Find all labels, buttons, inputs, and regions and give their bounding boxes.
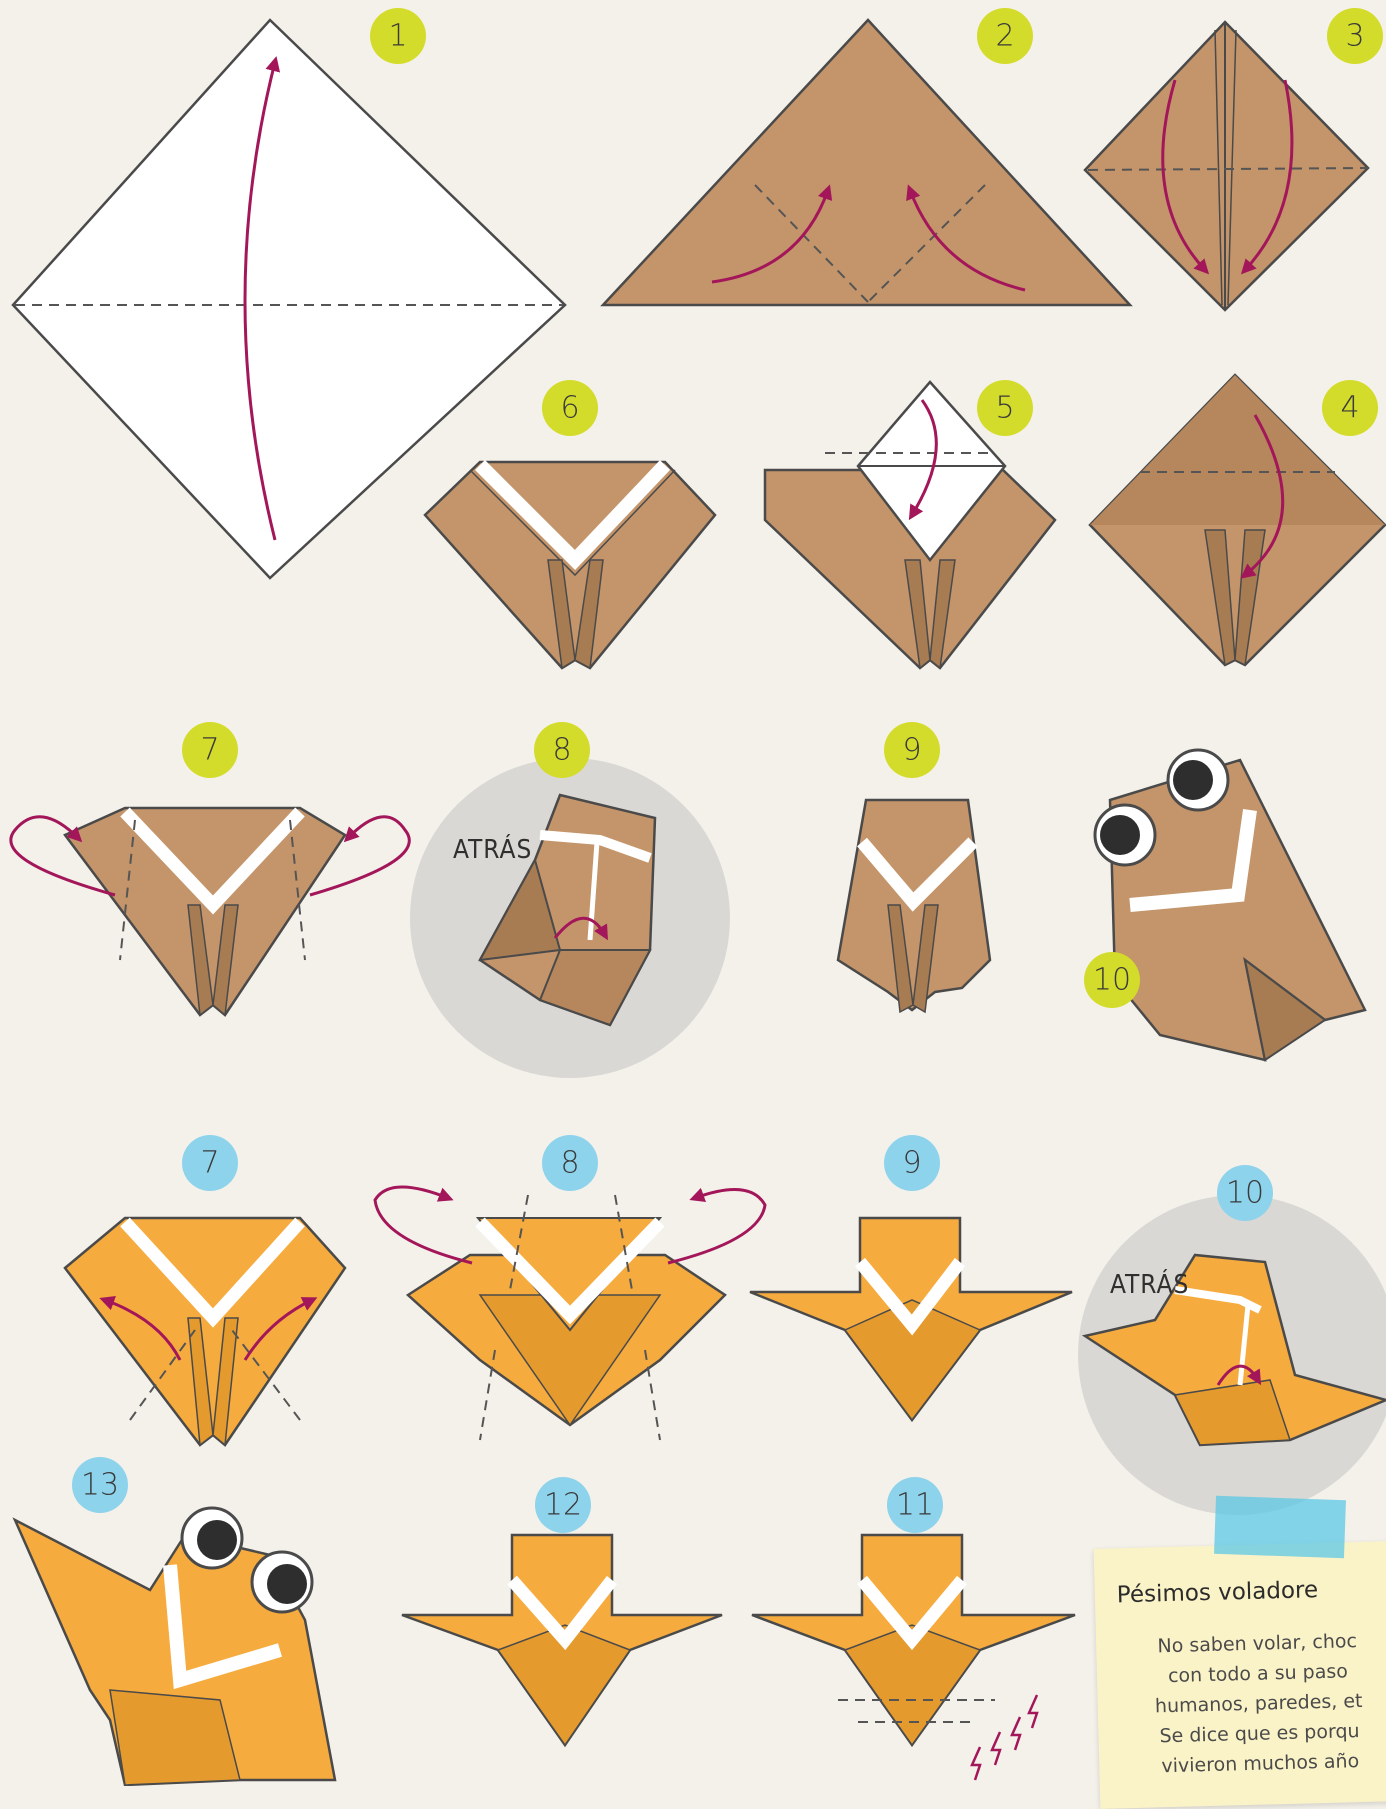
step-badge-6: 6: [542, 380, 598, 436]
fact-note: Pésimos voladore No saben volar, choc co…: [1094, 1541, 1386, 1809]
svg-text:11: 11: [896, 1488, 934, 1523]
atras-label: ATRÁS: [453, 833, 532, 865]
step-a9-diagram: [838, 800, 990, 1012]
step-badge-b10: 10: [1217, 1165, 1273, 1221]
note-title: Pésimos voladore: [1117, 1577, 1319, 1608]
step-badge-4: 4: [1322, 380, 1378, 436]
step-b9-diagram: [750, 1218, 1072, 1420]
step-badge-b11: 11: [887, 1477, 943, 1533]
step-badge-3: 3: [1327, 8, 1383, 64]
step-badge-b12: 12: [535, 1477, 591, 1533]
svg-text:3: 3: [1345, 19, 1364, 54]
step-b11-diagram: [752, 1535, 1075, 1780]
step-badge-a9: 9: [884, 722, 940, 778]
step-b7-diagram: [65, 1218, 345, 1445]
svg-text:12: 12: [544, 1488, 582, 1523]
svg-text:7: 7: [200, 1146, 219, 1181]
step-badge-b7: 7: [182, 1135, 238, 1191]
step-3-diagram: [1085, 22, 1368, 310]
step-badge-5: 5: [977, 380, 1033, 436]
step-b10-diagram: ATRÁS: [1078, 1195, 1386, 1515]
step-badge-1: 1: [370, 8, 426, 64]
svg-text:9: 9: [902, 733, 921, 768]
svg-text:7: 7: [200, 733, 219, 768]
svg-text:1: 1: [388, 19, 407, 54]
svg-text:10: 10: [1093, 963, 1131, 998]
step-badge-b13: 13: [72, 1457, 128, 1513]
svg-text:5: 5: [995, 391, 1014, 426]
note-body: No saben volar, choc con todo a su paso …: [1102, 1625, 1386, 1783]
svg-text:6: 6: [560, 391, 579, 426]
step-badge-2: 2: [977, 8, 1033, 64]
step-a7-diagram: [11, 808, 409, 1015]
svg-text:8: 8: [560, 1146, 579, 1181]
atras-label: ATRÁS: [1110, 1268, 1189, 1300]
step-badge-b8: 8: [542, 1135, 598, 1191]
step-6-diagram: [425, 462, 715, 668]
svg-text:9: 9: [902, 1146, 921, 1181]
svg-text:2: 2: [995, 19, 1014, 54]
step-a8-diagram: ATRÁS: [410, 758, 730, 1078]
step-badge-b9: 9: [884, 1135, 940, 1191]
step-badge-a8: 8: [534, 722, 590, 778]
step-a10-diagram: [1095, 750, 1365, 1060]
tape-strip: [1214, 1496, 1346, 1559]
svg-text:8: 8: [552, 733, 571, 768]
svg-text:13: 13: [81, 1468, 119, 1503]
step-badge-a10: 10: [1084, 952, 1140, 1008]
svg-text:10: 10: [1226, 1176, 1264, 1211]
step-badge-a7: 7: [182, 722, 238, 778]
svg-text:4: 4: [1340, 391, 1359, 426]
step-2-diagram: [603, 20, 1130, 305]
step-b8-diagram: [375, 1187, 765, 1440]
step-b12-diagram: [402, 1535, 722, 1745]
step-b13-diagram: [15, 1508, 335, 1785]
